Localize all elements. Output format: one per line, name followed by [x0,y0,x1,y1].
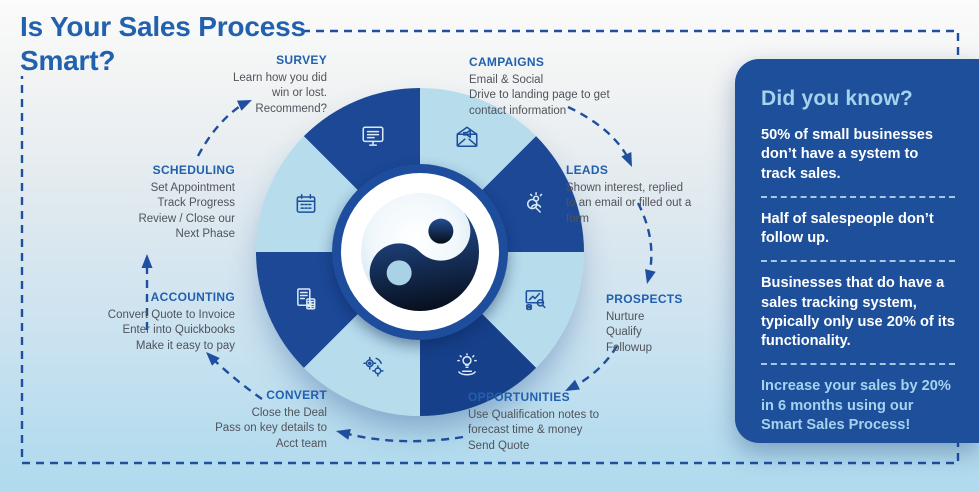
fact-follow-up: Half of salespeople don’t follow up. [761,210,934,246]
dashed-divider [761,195,955,198]
page-title: Is Your Sales Process Smart? [20,10,306,78]
title-line-1: Is Your Sales Process [20,11,306,42]
stage-title: OPPORTUNITIES [468,390,570,404]
stage-title: CAMPAIGNS [469,55,545,69]
stage-title: SCHEDULING [152,163,235,177]
person-magnifier-icon [522,191,548,217]
panel-heading: Did you know? [761,87,913,110]
stage-title: SURVEY [276,53,327,67]
stage-title: LEADS [566,163,609,177]
fact-increase-sales: Increase your sales by 20% in 6 months u… [761,378,951,433]
hand-lightbulb-icon [454,353,480,379]
email-megaphone-icon [454,124,480,150]
invoice-calculator-icon [293,286,319,312]
fact-functionality: Businesses that do have a sales tracking… [761,275,955,349]
did-you-know-panel: Did you know? 50% of small businesses do… [735,59,979,443]
title-line-2: Smart? [20,45,116,77]
document-analysis-icon [522,286,548,312]
calendar-icon [293,191,319,217]
stage-title: CONVERT [266,388,327,402]
gears-process-icon [360,353,386,379]
monitor-survey-icon [360,124,386,150]
stage-title: PROSPECTS [606,292,683,306]
dashed-divider [761,363,955,366]
smart-sales-s-sphere-logo [360,192,480,312]
fact-small-businesses: 50% of small businesses don’t have a sys… [761,127,933,182]
dashed-divider [761,260,955,263]
arrow-opportunities-to-convert [343,431,464,443]
stage-label-opportunities: OPPORTUNITIES Use Qualification notes to… [468,390,653,454]
stage-title: ACCOUNTING [150,290,235,304]
